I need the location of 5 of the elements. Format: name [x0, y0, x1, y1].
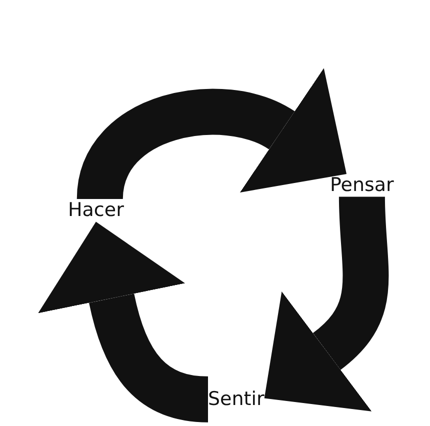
cycle-label: Hacer: [68, 199, 124, 222]
curved-arrow: [266, 196, 389, 409]
cycle-label: Sentir: [208, 388, 264, 411]
cycle-label: Pensar: [330, 174, 394, 197]
curved-arrow: [38, 222, 210, 422]
